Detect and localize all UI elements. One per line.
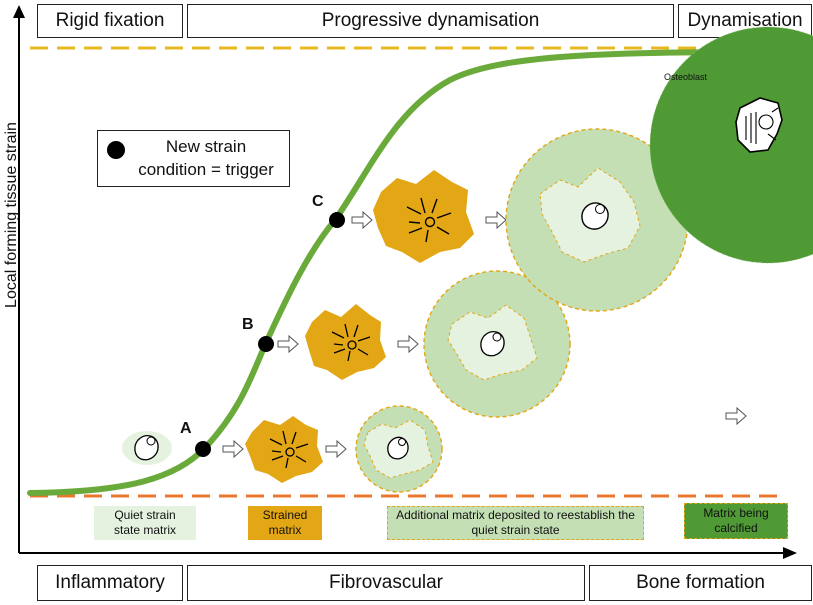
phase-inflammatory: Inflammatory: [37, 565, 183, 601]
trigger-legend-line2: condition = trigger: [138, 160, 274, 179]
point-label-c: C: [312, 193, 324, 210]
legend-calcified-matrix: Matrix being calcified: [684, 503, 788, 539]
additional-matrix-a: [355, 405, 443, 493]
trigger-point-a: [195, 441, 211, 457]
trigger-dot-icon: [107, 141, 125, 159]
arrow-b1: [277, 334, 299, 354]
arrow-b2: [397, 334, 419, 354]
trigger-point-b: [258, 336, 274, 352]
arrow-d: [725, 406, 747, 426]
osteoblast-icon: [735, 97, 783, 153]
x-axis-arrowhead: [783, 547, 797, 559]
phase-bone-formation: Bone formation: [589, 565, 812, 601]
additional-matrix-b: [423, 270, 571, 418]
phase-fibrovascular: Fibrovascular: [187, 565, 585, 601]
calcified-matrix-circle: [649, 26, 813, 264]
y-axis-arrowhead: [13, 5, 25, 18]
trigger-point-c: [329, 212, 345, 228]
arrow-a1: [222, 439, 244, 459]
quiet-cell-initial: [122, 431, 172, 465]
osteoblast-label: Osteoblast: [664, 72, 708, 82]
arrow-c2: [485, 210, 507, 230]
additional-matrix-c: [505, 128, 689, 312]
phase-progressive-dynamisation: Progressive dynamisation: [187, 4, 674, 38]
arrow-a2: [325, 439, 347, 459]
legend-additional-matrix: Additional matrix deposited to reestabli…: [387, 506, 644, 540]
arrow-c1: [351, 210, 373, 230]
phase-rigid-fixation: Rigid fixation: [37, 4, 183, 38]
legend-quiet-strain: Quiet strain state matrix: [94, 506, 196, 540]
strain-curve: [27, 49, 778, 496]
trigger-legend-text: New strain condition = trigger: [126, 135, 286, 181]
trigger-legend-line1: New strain: [165, 137, 247, 156]
point-label-a: A: [180, 420, 192, 437]
strained-blob-c: [373, 170, 474, 263]
legend-strained-matrix: Strained matrix: [248, 506, 322, 540]
point-label-b: B: [242, 316, 254, 333]
strained-blob-b: [305, 304, 386, 380]
strained-blob-a: [245, 416, 323, 483]
trigger-legend: New strain condition = trigger: [97, 130, 290, 187]
